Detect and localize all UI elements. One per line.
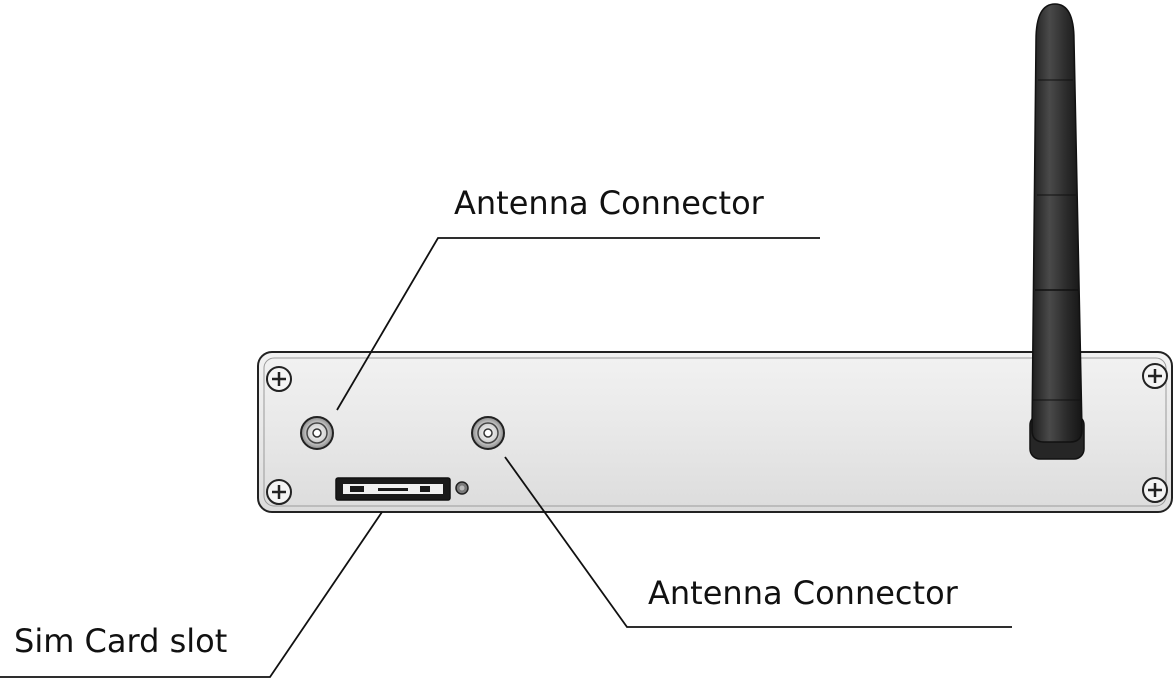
leader-line-sim bbox=[0, 511, 383, 678]
screw-icon bbox=[1142, 477, 1168, 503]
label-sim-card-slot: Sim Card slot bbox=[14, 622, 227, 660]
sim-card-slot bbox=[335, 477, 451, 501]
antenna-connector-right bbox=[471, 416, 505, 450]
screw-icon bbox=[266, 366, 292, 392]
device-front-panel bbox=[257, 351, 1173, 513]
label-antenna-connector-top: Antenna Connector bbox=[454, 184, 765, 222]
label-antenna-connector-bottom: Antenna Connector bbox=[648, 574, 959, 612]
led-icon bbox=[455, 481, 469, 495]
antenna-icon bbox=[1029, 3, 1085, 460]
antenna-connector-left bbox=[300, 416, 334, 450]
screw-icon bbox=[266, 479, 292, 505]
leader-line-bottom bbox=[504, 456, 1012, 628]
leader-line-top bbox=[336, 237, 820, 411]
screw-icon bbox=[1142, 363, 1168, 389]
